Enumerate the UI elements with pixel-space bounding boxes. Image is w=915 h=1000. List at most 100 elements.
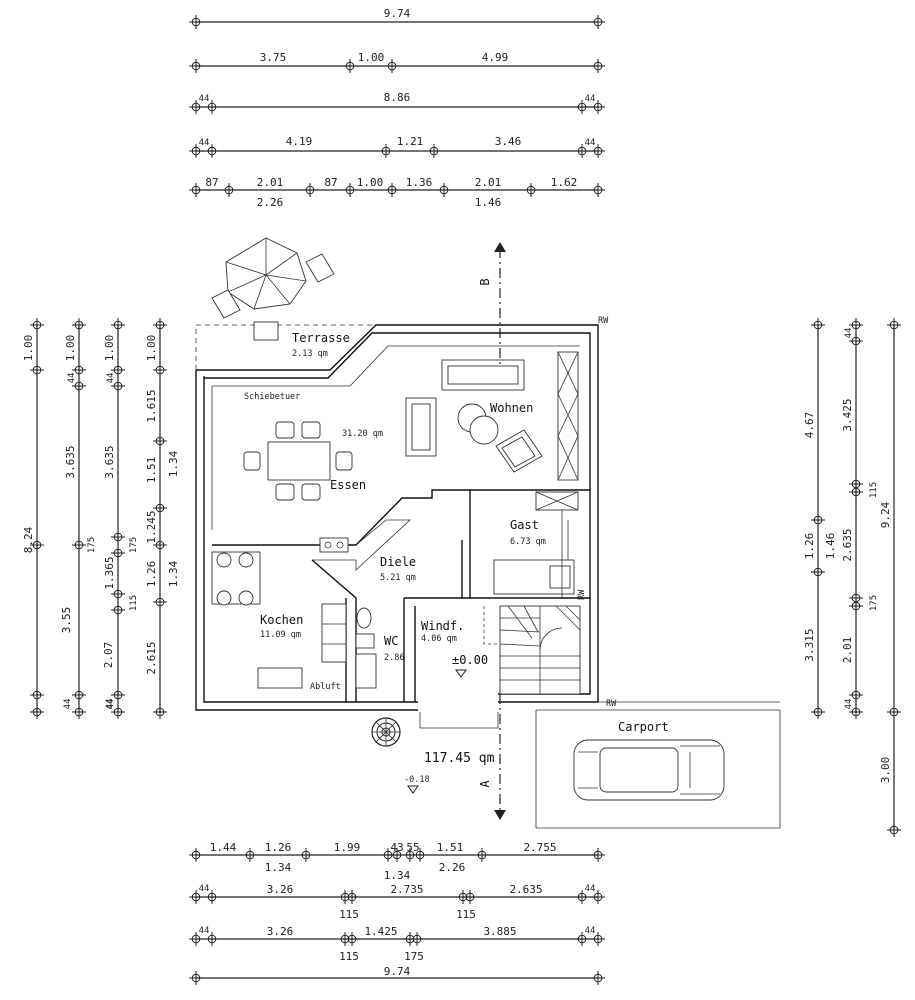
dim-bottom-row1b-0: 1.34 — [265, 861, 292, 874]
dim-right-col1-0: 4.67 — [803, 412, 816, 439]
dim-top-row2-1: 1.00 — [358, 51, 385, 64]
shelf-icon — [557, 351, 579, 481]
dim-top-row3-2: 44 — [585, 94, 596, 104]
rw-right-label: RW — [577, 589, 587, 600]
dim-bottom-row4-0: 9.74 — [384, 965, 411, 978]
room-gast-name: Gast — [510, 518, 539, 532]
dim-left-col4b-1: 1.34 — [167, 560, 180, 587]
windfang: Windf. 4.06 qm ±0.00 — [421, 606, 500, 678]
dim-left-col3-3: 175 — [129, 537, 139, 553]
dim-right-col3-1: 3.425 — [841, 398, 854, 431]
dim-bottom-row2-2: 2.735 — [390, 883, 423, 896]
dim-bottom-row1-5: 1.51 — [437, 841, 464, 854]
staircase — [499, 605, 581, 695]
dim-left-col4-4: 1.26 — [145, 561, 158, 588]
bottom-dimensions: 1.44 1.26 1.99 43 55 1.51 2.755 1.34 1.3… — [188, 841, 606, 986]
dim-left-col4-3: 1.245 — [145, 510, 158, 543]
cooktop-icon — [319, 537, 349, 553]
section-marker-b: B — [478, 242, 506, 366]
dim-left-col4-0: 1.00 — [145, 335, 158, 362]
room-essen-name: Essen — [330, 478, 366, 492]
dim-bottom-row3-1: 3.26 — [267, 925, 294, 938]
dim-left-col3-2: 3.635 — [103, 445, 116, 478]
dim-bottom-row1-4: 55 — [406, 841, 419, 854]
schiebetuer-label: Schiebetuer — [244, 392, 300, 402]
dim-top-row5-0: 87 — [205, 176, 218, 189]
room-kochen-area: 11.09 qm — [260, 630, 301, 640]
room-essen-area: 31.20 qm — [342, 429, 383, 439]
dim-bottom-row1-3: 43 — [390, 841, 403, 854]
section-marker-a: A — [478, 694, 506, 820]
dim-right-col1-1: 1.26 — [803, 533, 816, 560]
section-b-label: B — [478, 278, 492, 285]
dim-bottom-row1-6: 2.755 — [523, 841, 556, 854]
dim-top-row4-4: 44 — [585, 138, 596, 148]
dim-right-col4-1: 3.00 — [879, 757, 892, 784]
dim-top-row5-2: 87 — [324, 176, 337, 189]
right-dimensions: 4.67 1.26 3.315 1.46 44 3.425 115 2.635 … — [803, 317, 902, 838]
dining-table — [243, 421, 353, 501]
room-wc-area: 2.86 — [384, 653, 404, 663]
carport: Carport — [535, 701, 781, 829]
dim-bottom-row2-4: 44 — [585, 884, 596, 894]
dim-bottom-row3-2: 1.425 — [364, 925, 397, 938]
dim-top-row4-2: 1.21 — [397, 135, 424, 148]
room-diele-area: 5.21 qm — [380, 573, 416, 583]
section-a-label: A — [478, 780, 492, 788]
room-windf-area: 4.06 qm — [421, 634, 457, 644]
dim-bottom-row1-2: 1.99 — [334, 841, 361, 854]
dim-bottom-row2b-1: 115 — [456, 908, 476, 921]
dim-bottom-row2-0: 44 — [199, 884, 210, 894]
dim-top-row3-1: 8.86 — [384, 91, 411, 104]
dim-right-col3-4: 175 — [869, 595, 879, 611]
dim-right-col3-3: 2.635 — [841, 528, 854, 561]
dim-left-col2-0: 1.00 — [64, 335, 77, 362]
dim-left-col3-6: 44 — [106, 699, 116, 710]
dim-top-row3-0: 44 — [199, 94, 210, 104]
total-area-label: 117.45 qm — [424, 751, 495, 766]
dim-left-col2-3: 175 — [87, 537, 97, 553]
dim-left-col3-1: 44 — [106, 373, 116, 384]
dim-left-col3-4: 1.365 — [103, 556, 116, 589]
gast-room: Gast 6.73 qm — [493, 491, 579, 598]
plant-icon — [371, 717, 401, 747]
abluft-label: Abluft — [310, 682, 341, 692]
dim-right-col3-0: 44 — [844, 328, 854, 339]
dim-left-col1-0: 1.00 — [22, 335, 35, 362]
wc-room: WC 2.86 — [355, 607, 404, 689]
dim-top-row5-5: 2.01 — [475, 176, 502, 189]
room-terrasse-area: 2.13 qm — [292, 349, 328, 359]
room-diele-name: Diele — [380, 555, 416, 569]
dim-left-col1-3: 44 — [63, 699, 73, 710]
kitchen: Kochen 11.09 qm Abluft — [211, 551, 347, 692]
dim-bottom-row1-1: 1.26 — [265, 841, 292, 854]
dim-top-row5-1: 2.01 — [257, 176, 284, 189]
room-terrasse-name: Terrasse — [292, 331, 350, 345]
dim-left-col1-1: 8.24 — [22, 526, 35, 553]
dim-left-col4-5: 2.615 — [145, 641, 158, 674]
dim-bottom-row3-3: 3.885 — [483, 925, 516, 938]
dim-bottom-row2-1: 3.26 — [267, 883, 294, 896]
room-wc-name: WC — [384, 634, 398, 648]
dim-top-row4-0: 44 — [199, 138, 210, 148]
dim-left-col4-1: 1.615 — [145, 389, 158, 422]
dim-top-row4-3: 3.46 — [495, 135, 522, 148]
room-windf-name: Windf. — [421, 619, 464, 633]
room-gast-area: 6.73 qm — [510, 537, 546, 547]
dim-right-col3-5: 2.01 — [841, 637, 854, 664]
dim-right-col4-0: 9.24 — [879, 501, 892, 528]
sink-icon — [355, 633, 375, 649]
living-furniture — [405, 351, 579, 481]
car-icon — [573, 739, 725, 801]
terrasse: Terrasse 2.13 qm — [195, 237, 376, 370]
dim-left-col2-5: 44 — [105, 699, 115, 710]
dim-top-row4-1: 4.19 — [286, 135, 313, 148]
level-zero-label: ±0.00 — [452, 653, 488, 667]
dim-right-col2-0: 1.46 — [824, 533, 837, 560]
dim-top-row5-6: 1.62 — [551, 176, 578, 189]
toilet-icon — [356, 607, 372, 629]
garden-chair-icon — [211, 253, 335, 341]
dim-bottom-row3b-0: 115 — [339, 950, 359, 963]
dim-top-row2-0: 3.75 — [260, 51, 287, 64]
dim-bottom-row3-0: 44 — [199, 926, 210, 936]
